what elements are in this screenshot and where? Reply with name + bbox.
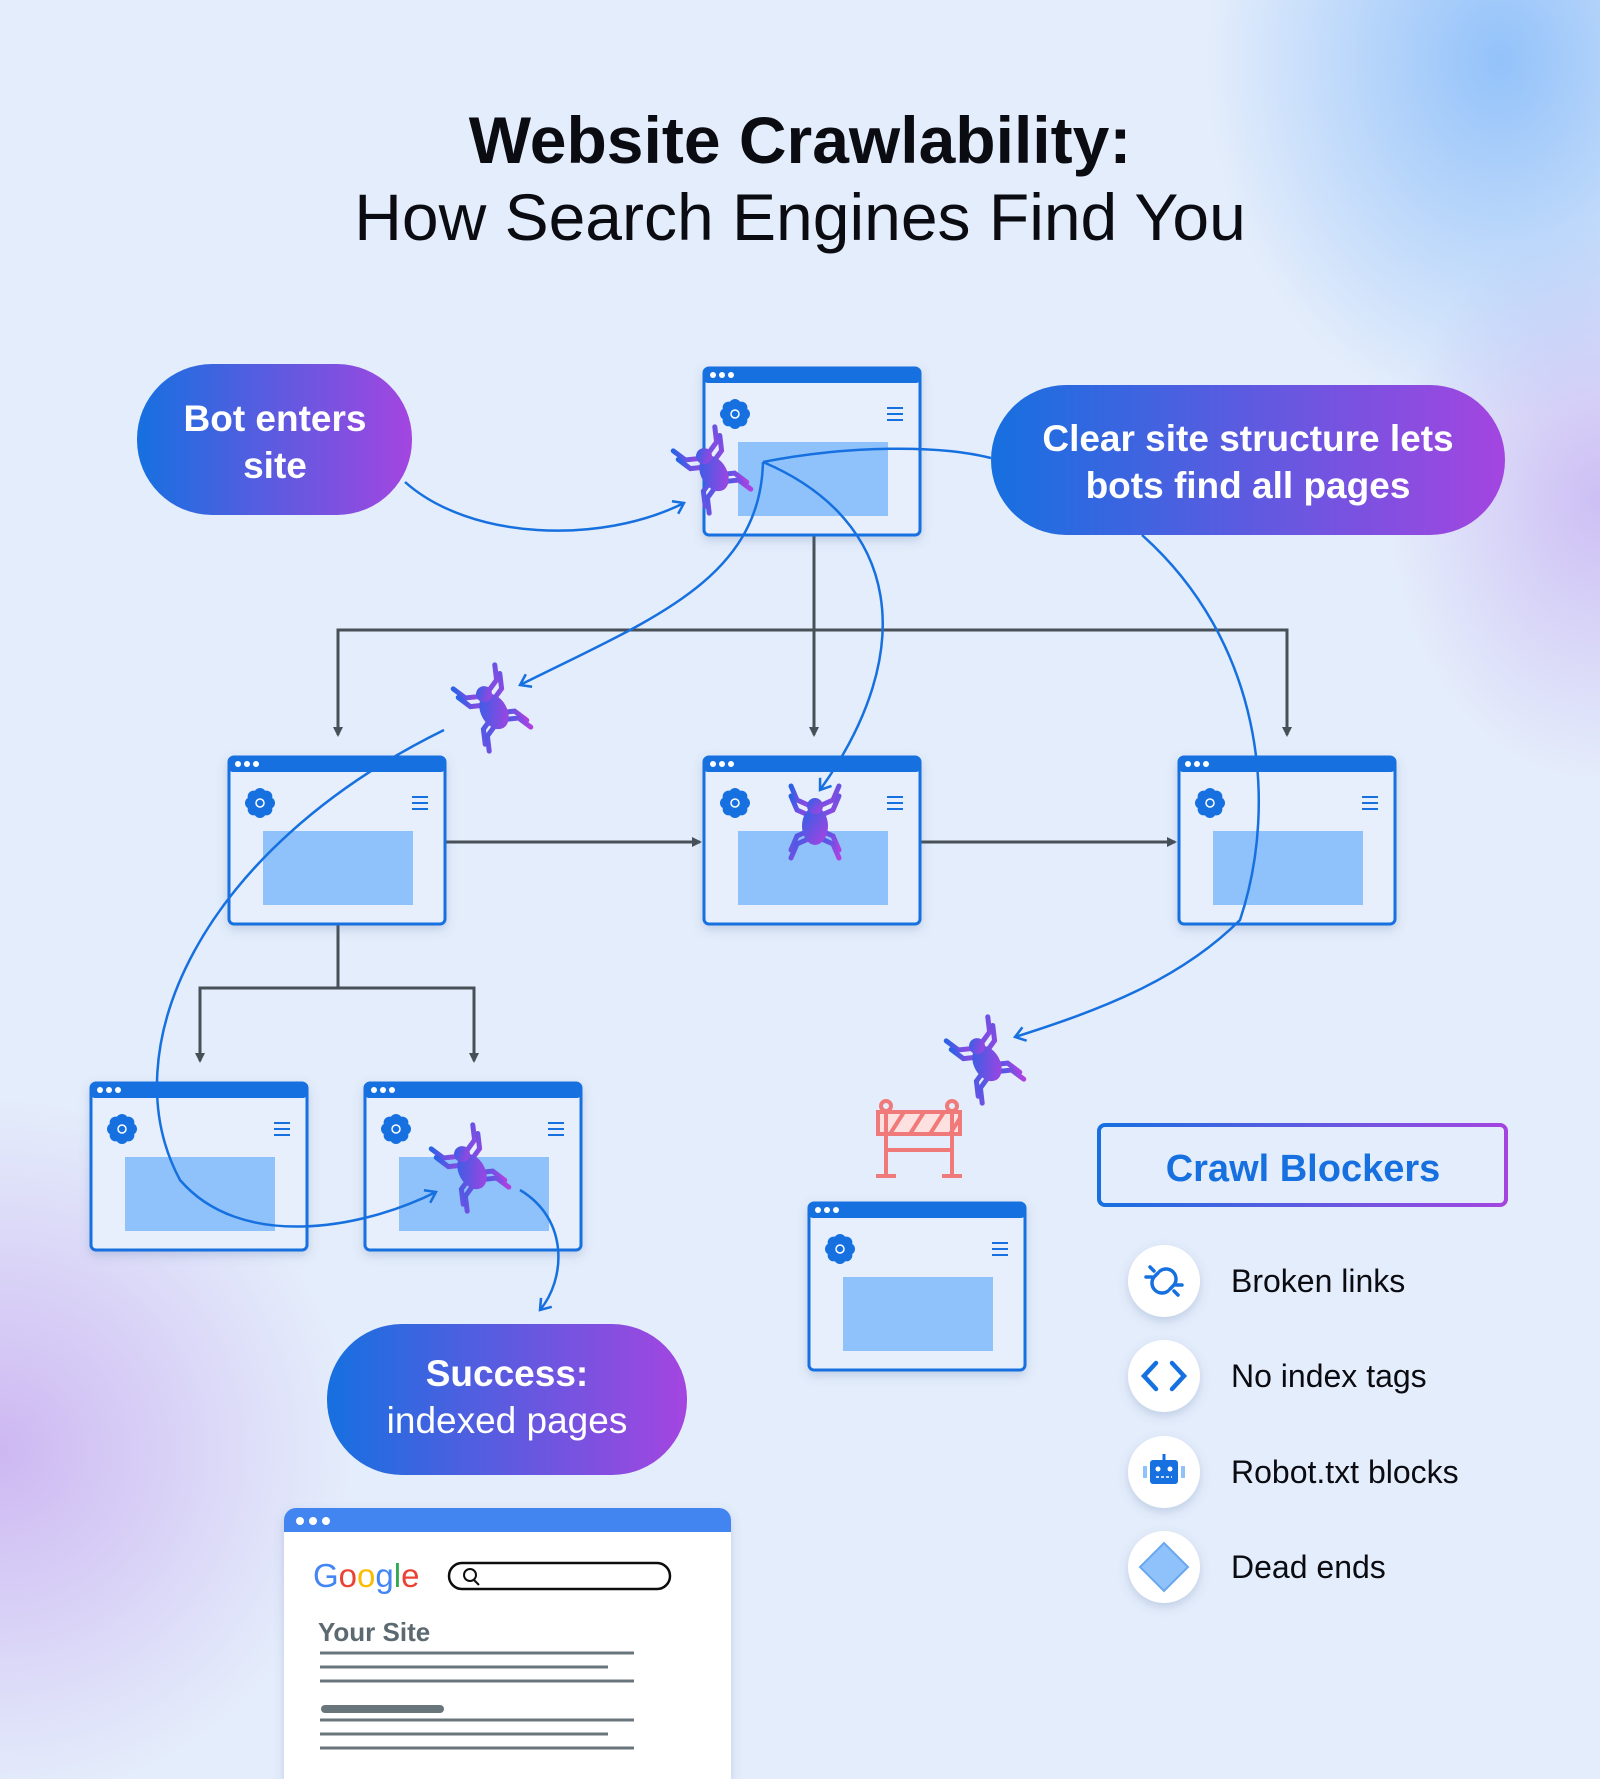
blocker-label: Broken links: [1231, 1263, 1405, 1299]
blocker-item: Robot.txt blocks: [1128, 1436, 1459, 1508]
blocker-label: Robot.txt blocks: [1231, 1454, 1459, 1490]
spider-bot-icon: [670, 424, 754, 516]
result-title: Your Site: [318, 1617, 430, 1647]
callout-text: Bot enters: [184, 398, 367, 439]
menu-icon: [412, 796, 428, 810]
crawl-blockers-heading: Crawl Blockers: [1166, 1148, 1441, 1190]
callout-text: indexed pages: [387, 1400, 628, 1441]
content-block: [125, 1157, 275, 1231]
page-window-top: [702, 366, 922, 537]
crawl-path: [155, 447, 1260, 1312]
search-input[interactable]: [447, 1561, 672, 1591]
menu-icon: [274, 1122, 290, 1136]
bot-enters-callout: Bot enters site: [137, 364, 412, 515]
crawl-blockers-box: [1097, 1123, 1508, 1207]
spider-bot-icon: [450, 662, 534, 754]
flower-logo-icon: [245, 788, 275, 818]
page-window-bottom-left: [89, 1081, 309, 1252]
page-window-left: [227, 755, 447, 926]
spider-bot-icon: [428, 1122, 512, 1214]
site-structure-connectors: [195, 535, 1292, 1063]
flower-logo-icon: [720, 399, 750, 429]
content-block: [843, 1277, 993, 1351]
page-window-right: [1177, 755, 1397, 926]
result-lines: [320, 1651, 634, 1750]
menu-icon: [887, 407, 903, 421]
flower-logo-icon: [381, 1114, 411, 1144]
broken-link-icon: [1144, 1265, 1184, 1297]
clear-structure-callout: Clear site structure lets bots find all …: [991, 385, 1505, 535]
flower-logo-icon: [1195, 788, 1225, 818]
content-block: [1213, 831, 1363, 905]
search-icon: [463, 1568, 480, 1586]
success-callout: Success: indexed pages: [327, 1324, 687, 1475]
blocker-item: Broken links: [1128, 1245, 1405, 1317]
blocker-item: Dead ends: [1128, 1531, 1386, 1603]
content-block: [263, 831, 413, 905]
connector-left-children: [195, 923, 340, 1063]
blocker-label: Dead ends: [1231, 1549, 1386, 1585]
blocker-label: No index tags: [1231, 1358, 1427, 1394]
search-results-card: Google Your Site: [284, 1508, 731, 1779]
google-logo: Google: [313, 1557, 419, 1594]
flower-logo-icon: [107, 1114, 137, 1144]
blocker-item: No index tags: [1128, 1340, 1427, 1412]
code-brackets-icon: [1140, 1360, 1188, 1392]
crawl-blockers-legend: Crawl Blockers Broken links No index tags…: [1097, 1123, 1508, 1603]
page-window-dead-end: [807, 1201, 1027, 1372]
callout-text: bots find all pages: [1086, 465, 1411, 506]
callout-text: site: [243, 445, 307, 486]
flower-logo-icon: [825, 1234, 855, 1264]
robot-icon: [1143, 1454, 1185, 1484]
spider-bot-icon: [788, 783, 842, 861]
diamond-icon: [1138, 1541, 1190, 1593]
title-line-2: How Search Engines Find You: [354, 180, 1246, 254]
spider-bot-icon: [943, 1014, 1027, 1106]
menu-icon: [1362, 796, 1378, 810]
title-line-1: Website Crawlability:: [469, 103, 1132, 177]
menu-icon: [548, 1122, 564, 1136]
callout-text: Success:: [426, 1353, 589, 1394]
menu-icon: [887, 796, 903, 810]
flower-logo-icon: [720, 788, 750, 818]
callout-text: Clear site structure lets: [1042, 418, 1453, 459]
barrier-icon: [876, 1099, 962, 1178]
menu-icon: [992, 1242, 1008, 1256]
